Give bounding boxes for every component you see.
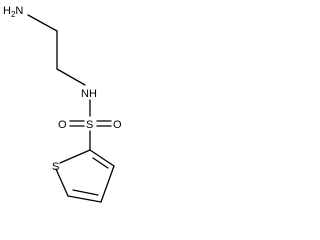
bond-c3-c2: [89, 149, 115, 167]
bond-s1-c5: [55, 168, 69, 197]
bond-c5-c4: [67, 195, 102, 203]
bond-c2-s1: [59, 149, 91, 164]
atom-amine-subscript: 2: [11, 10, 16, 19]
bond-c4-c3: [100, 165, 115, 203]
atom-sulfonyl-s: S: [86, 119, 93, 131]
atom-amine-h: H: [3, 5, 11, 17]
bond-c4-c5-inner: [72, 189, 99, 196]
atom-oxygen-left: O: [58, 119, 67, 131]
atom-amine-n: N: [15, 5, 23, 17]
atom-oxygen-right: O: [113, 119, 122, 131]
bond-c2-nh: [56, 68, 86, 86]
atom-nh: NH: [81, 88, 97, 100]
atom-amine: H2N: [3, 5, 23, 19]
bond-c2-c3-inner: [92, 157, 109, 169]
atom-ring-s: S: [52, 161, 59, 173]
chemical-structure: H2N NH S O O S: [3, 5, 122, 203]
bond-amine-c1: [27, 14, 58, 32]
